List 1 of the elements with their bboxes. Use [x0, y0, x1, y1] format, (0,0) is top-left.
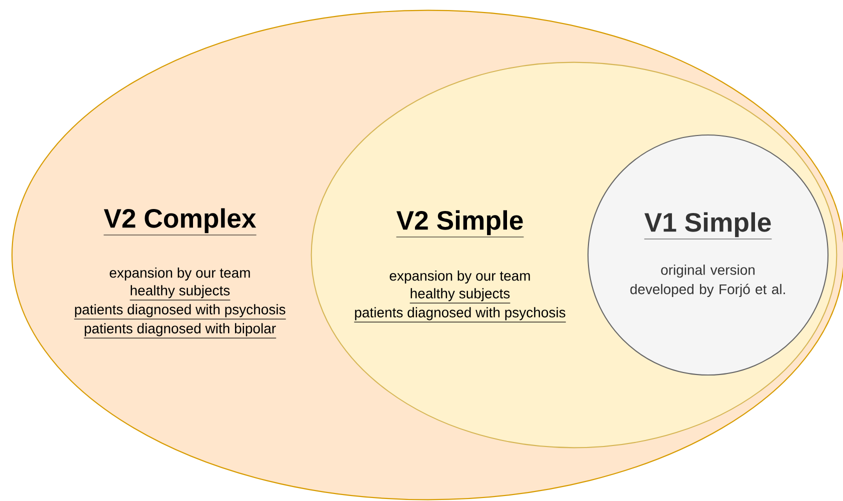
circle-set: V1 Simple original version developed by Forjó et al.: [587, 134, 829, 376]
